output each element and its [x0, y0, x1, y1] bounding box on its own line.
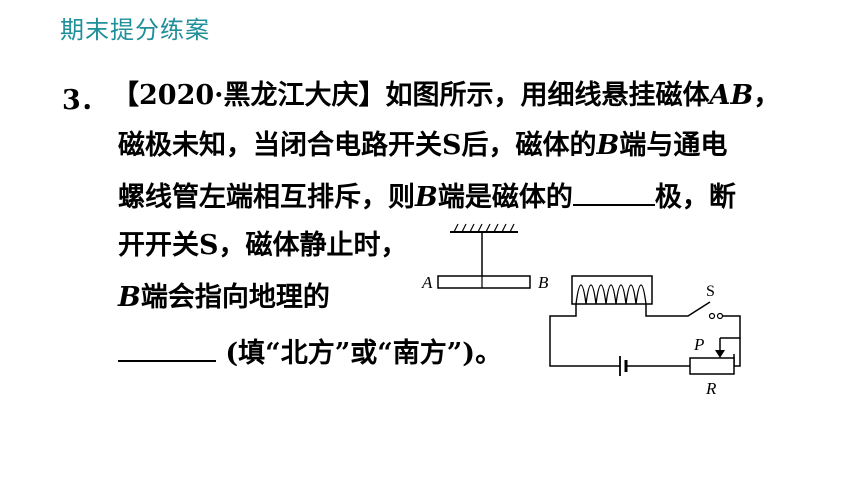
line1-end: ， — [753, 80, 781, 111]
question-line-4: 开开关S，磁体静止时， — [118, 230, 408, 261]
label-r: R — [705, 379, 717, 398]
label-s: S — [706, 283, 715, 300]
line5-var: B — [118, 282, 141, 313]
answer-blank-2[interactable] — [118, 334, 216, 362]
circuit-diagram: A B S P R — [421, 223, 741, 398]
line3-var: B — [415, 182, 438, 213]
line2-text-b: 端与通电 — [619, 130, 728, 161]
circuit-wires — [549, 301, 741, 367]
question-line-6: (填“北方”或“南方”)。 — [118, 334, 502, 372]
solenoid — [571, 275, 653, 305]
ceiling-support — [450, 223, 518, 233]
source-tag: 【2020·黑龙江大庆】 — [112, 80, 386, 111]
question-line-3: 螺线管左端相互排斥，则B端是磁体的 极，断 — [118, 178, 736, 216]
line3-text-c: 极，断 — [654, 182, 736, 213]
rheostat-r: P R — [689, 335, 735, 398]
label-b: B — [538, 273, 549, 292]
question-number: 3． — [62, 85, 108, 116]
answer-blank-1[interactable] — [572, 178, 655, 206]
line3-text-a: 螺线管左端相互排斥，则 — [118, 182, 415, 213]
switch-s: S — [706, 283, 724, 320]
question-line-2: 磁极未知，当闭合电路开关S后，磁体的B端与通电 — [118, 128, 727, 164]
line2-text-a: 磁极未知，当闭合电路开关S后，磁体的 — [118, 130, 597, 161]
bar-magnet — [437, 275, 531, 289]
label-a: A — [421, 273, 433, 292]
line1-text: 如图所示，用细线悬挂磁体 — [385, 80, 710, 111]
question-line-1: 【2020·黑龙江大庆】如图所示，用细线悬挂磁体AB， — [112, 78, 780, 114]
line2-var: B — [596, 130, 620, 161]
magnet-ab-var: AB — [709, 80, 754, 111]
question-line-5: B端会指向地理的 — [118, 280, 330, 316]
line6-text: (填“北方”或“南方”)。 — [216, 338, 503, 369]
label-p: P — [693, 335, 704, 354]
line5-text: 端会指向地理的 — [140, 282, 330, 313]
battery — [619, 356, 628, 376]
header-title: 期末提分练案 — [60, 16, 210, 44]
line3-text-b: 端是磁体的 — [437, 182, 573, 213]
